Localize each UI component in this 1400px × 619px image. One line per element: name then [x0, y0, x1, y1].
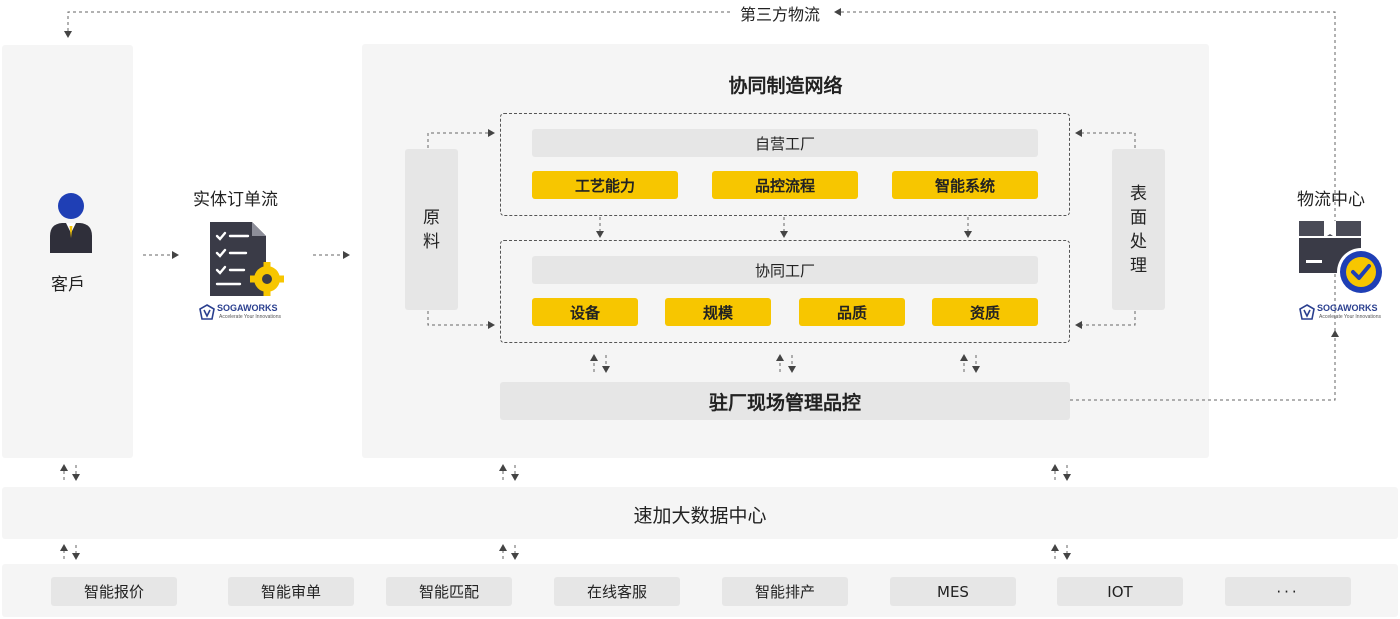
logistics-brand-logo: SOGAWORKS Accelerate Your Innovations — [1299, 303, 1389, 323]
bottom-item-iot: IOT — [1057, 577, 1183, 606]
own-factory-item-smart-system: 智能系统 — [892, 171, 1038, 199]
partner-factory-item-equipment: 设备 — [532, 298, 638, 326]
raw-to-partner-arrow — [427, 311, 495, 329]
partner-factory-box — [500, 240, 1070, 343]
package-check-icon — [1299, 221, 1385, 296]
bidirectional-arrows — [60, 354, 1071, 560]
bottom-item-mes: MES — [890, 577, 1016, 606]
partner-factory-item-quality: 品质 — [799, 298, 905, 326]
bottom-item-smart-review: 智能审单 — [228, 577, 354, 606]
own-factory-item-qc-flow: 品控流程 — [712, 171, 858, 199]
data-center-label: 速加大数据中心 — [633, 505, 767, 527]
own-factory-title: 自营工厂 — [532, 129, 1038, 157]
bottom-item-online-service: 在线客服 — [554, 577, 680, 606]
logistics-loop-left — [64, 11, 730, 38]
sogaworks-logo-icon — [199, 304, 215, 320]
surface-treatment-label: 表面处理 — [1130, 183, 1147, 276]
bottom-item-more: ··· — [1225, 577, 1351, 606]
bottom-item-smart-match: 智能匹配 — [386, 577, 512, 606]
partner-factory-item-qualification: 资质 — [932, 298, 1038, 326]
surface-to-own-arrow — [1075, 129, 1136, 148]
own-factory-item-process: 工艺能力 — [532, 171, 678, 199]
bottom-item-smart-quote: 智能报价 — [51, 577, 177, 606]
customer-label: 客戶 — [51, 275, 85, 295]
order-logo-brand: SOGAWORKS — [217, 303, 278, 313]
logistics-logo-slogan: Accelerate Your Innovations — [1319, 314, 1381, 320]
data-center-panel — [2, 487, 1398, 539]
onsite-qc-bar: 驻厂现场管理品控 — [500, 382, 1070, 420]
raw-material-box: 原料 — [405, 149, 458, 310]
surface-to-partner-arrow — [1075, 311, 1136, 329]
logistics-logo-brand: SOGAWORKS — [1317, 303, 1378, 313]
order-logo-slogan: Accelerate Your Innovations — [219, 314, 281, 320]
partner-factory-item-scale: 规模 — [665, 298, 771, 326]
qc-to-logistics — [1070, 330, 1339, 401]
logistics-center-label: 物流中心 — [1297, 190, 1365, 210]
sogaworks-logo-icon — [1299, 304, 1315, 320]
partner-factory-title: 协同工厂 — [532, 256, 1038, 284]
own-factory-box — [500, 113, 1070, 216]
order-flow-label: 实体订单流 — [193, 190, 278, 210]
third-party-logistics-label: 第三方物流 — [738, 1, 823, 25]
surface-treatment-box: 表面处理 — [1112, 149, 1165, 310]
logistics-loop-right — [834, 8, 1336, 331]
raw-material-label: 原料 — [423, 207, 440, 252]
bottom-item-smart-scheduling: 智能排产 — [722, 577, 848, 606]
order-brand-logo: SOGAWORKS Accelerate Your Innovations — [199, 303, 289, 323]
customer-avatar-icon — [50, 193, 92, 253]
raw-to-own-arrow — [427, 129, 495, 148]
network-title: 协同制造网络 — [728, 75, 843, 97]
order-document-icon — [210, 222, 284, 296]
